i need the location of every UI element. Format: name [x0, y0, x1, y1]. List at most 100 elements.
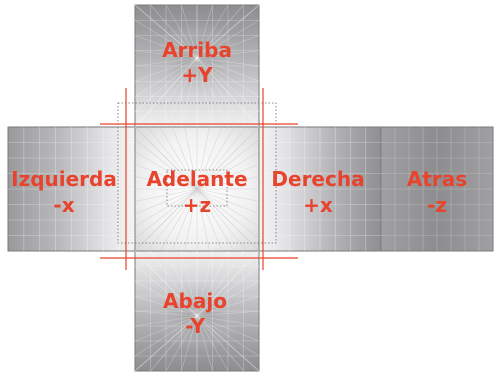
- grid-line: [134, 35, 198, 59]
- grid-line: [196, 188, 223, 252]
- grid-line: [134, 188, 198, 252]
- grid-line: [134, 188, 198, 239]
- grid-line: [134, 315, 198, 327]
- grid-line: [196, 188, 247, 252]
- guide-lines: [100, 88, 298, 270]
- grid-line: [196, 250, 244, 317]
- grid-line: [196, 4, 213, 59]
- grid-line: [196, 315, 260, 327]
- grid-line: [196, 250, 260, 317]
- label-left-axis: -x: [53, 193, 74, 217]
- label-bottom: Abajo -Y: [163, 289, 227, 338]
- grid-line: [134, 188, 198, 202]
- grid-line: [196, 188, 260, 215]
- grid-line: [165, 4, 198, 59]
- grid-line: [196, 4, 260, 59]
- grid-line: [196, 50, 260, 59]
- label-right-name: Derecha: [271, 167, 364, 191]
- grid-line: [171, 188, 198, 252]
- grid-bottom: [134, 250, 260, 372]
- grid-top: [134, 4, 260, 128]
- grid-line: [196, 188, 260, 252]
- grid-line: [184, 126, 198, 190]
- grid-line: [134, 57, 198, 128]
- grid-line: [134, 57, 198, 128]
- front-center-dotted-box: [166, 169, 228, 207]
- grid-line: [134, 4, 198, 59]
- grid-line: [134, 315, 198, 342]
- grid-back: [381, 127, 493, 251]
- grid-line: [150, 315, 198, 372]
- label-top-name: Arriba: [162, 38, 232, 62]
- top-pole-shade: [153, 22, 241, 94]
- grid-line: [134, 265, 198, 317]
- label-front-name: Adelante: [146, 167, 247, 191]
- grid-line: [196, 57, 260, 97]
- grid-line: [196, 188, 260, 227]
- grid-line: [134, 315, 198, 372]
- grid-line: [196, 315, 260, 357]
- grid-line: [134, 176, 198, 190]
- bottom-pole-shade: [153, 280, 241, 352]
- grid-line: [196, 315, 213, 372]
- grid-line: [196, 126, 235, 190]
- grid-line: [171, 126, 198, 190]
- grid-line: [196, 126, 210, 190]
- grid-line: [134, 295, 198, 317]
- grid-line: [134, 315, 198, 372]
- grid-line: [181, 315, 198, 372]
- grid-line: [196, 57, 260, 128]
- front-inner-dotted-box: [117, 102, 277, 244]
- label-top-axis: +Y: [181, 63, 213, 87]
- grid-line: [196, 126, 260, 190]
- grid-line: [196, 4, 244, 59]
- grid-line: [196, 57, 229, 128]
- grid-line: [134, 57, 198, 112]
- grid-line: [196, 4, 229, 59]
- grid-line: [134, 50, 198, 59]
- grid-line: [150, 250, 198, 317]
- grid-line: [134, 57, 198, 97]
- grid-line: [196, 315, 244, 372]
- grid-line: [196, 280, 260, 317]
- grid-line: [196, 126, 223, 190]
- grid-line: [181, 57, 198, 128]
- face-left: [7, 126, 136, 252]
- label-front: Adelante +z: [146, 167, 247, 217]
- label-right: Derecha +x: [271, 167, 364, 217]
- grid-line: [196, 188, 260, 239]
- grid-line: [165, 315, 198, 372]
- label-left-name: Izquierda: [11, 167, 117, 191]
- label-top: Arriba +Y: [162, 38, 232, 87]
- grid-line: [134, 250, 198, 317]
- grid-line: [134, 19, 198, 59]
- grid-line: [196, 315, 260, 342]
- grid-line: [159, 126, 198, 190]
- grid-line: [196, 57, 260, 67]
- grid-line: [147, 126, 198, 190]
- grid-line: [196, 35, 260, 59]
- grid-line: [196, 315, 229, 372]
- grid-line: [196, 4, 260, 59]
- grid-line: [196, 57, 260, 82]
- grid-line: [134, 188, 198, 227]
- grid-front: [134, 126, 260, 252]
- grid-line: [196, 315, 260, 372]
- label-back-axis: -z: [427, 193, 447, 217]
- grid-line: [196, 57, 244, 128]
- grid-line: [196, 163, 260, 190]
- grid-line: [196, 126, 247, 190]
- grid-line: [196, 188, 210, 252]
- grid-line: [134, 126, 198, 190]
- label-left: Izquierda -x: [11, 167, 117, 217]
- grid-line: [196, 19, 260, 59]
- grid-line: [181, 4, 198, 59]
- grid-line: [196, 250, 213, 317]
- grid-line: [134, 57, 198, 82]
- grid-line: [196, 265, 260, 317]
- label-bottom-name: Abajo: [163, 289, 227, 313]
- grid-line: [150, 57, 198, 128]
- label-front-axis: +z: [183, 193, 211, 217]
- grid-line: [134, 163, 198, 190]
